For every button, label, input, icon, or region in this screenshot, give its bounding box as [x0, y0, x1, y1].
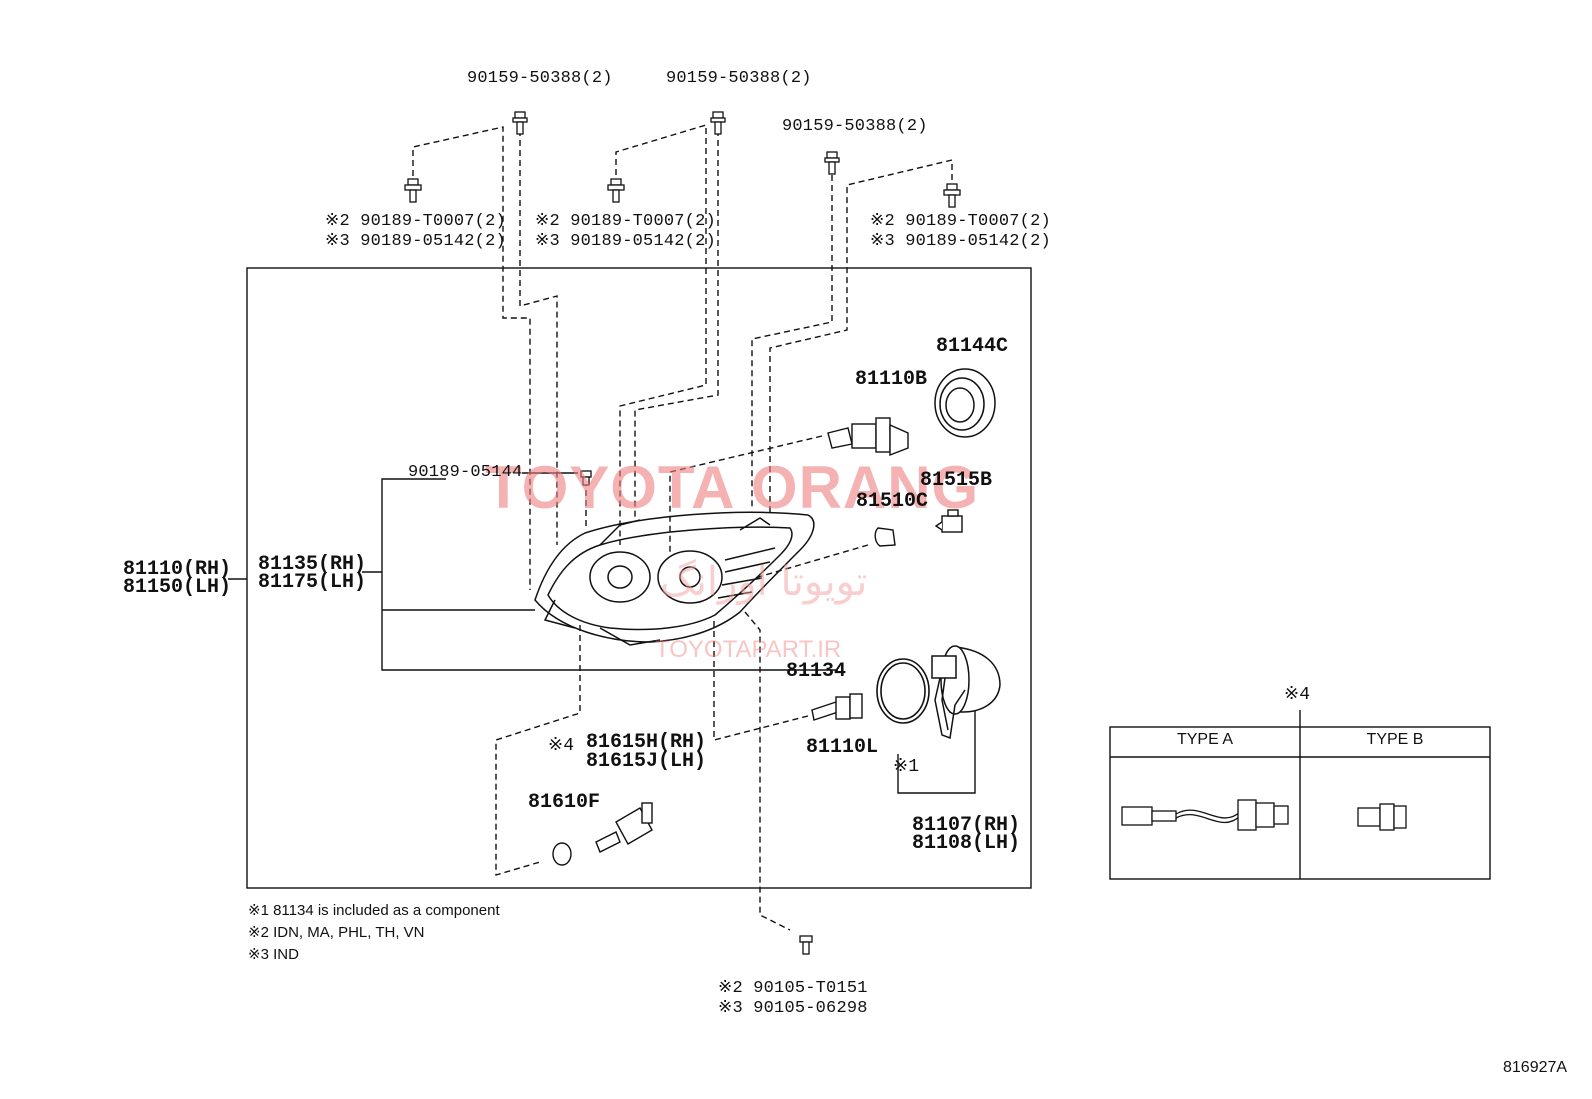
label-bolt-top-left: 90159-50388(2) — [467, 69, 613, 88]
clip-icon — [607, 178, 625, 203]
side-bulb-icon — [874, 527, 896, 547]
label-screw-bottom-a: ※2 90105-T0151 — [718, 979, 868, 998]
type-b-socket-icon — [1357, 803, 1407, 831]
label-clip-mid-a: ※2 90189-T0007(2) — [535, 212, 716, 231]
headlamp-housing — [534, 511, 815, 646]
clip-icon — [404, 178, 422, 203]
ballast-cover-icon — [931, 645, 1001, 740]
label-cover-note: ※1 — [893, 757, 920, 777]
label-socket-turn-rh: 81615H(RH) — [586, 731, 707, 754]
footnote-3: ※3 IND — [248, 946, 299, 963]
bolt-icon — [512, 111, 528, 135]
footnote-1: ※1 81134 is included as a component — [248, 902, 500, 919]
label-gasket: 81134 — [786, 660, 847, 683]
inset-note: ※4 — [1284, 685, 1311, 705]
label-bulb-low: 81110L — [806, 736, 879, 759]
turn-bulb-icon — [552, 842, 572, 866]
side-socket-icon — [934, 509, 963, 533]
inset-type-b: TYPE B — [1366, 731, 1424, 748]
label-assy-lh: 81150(LH) — [123, 576, 232, 599]
label-clip-right-b: ※3 90189-05142(2) — [870, 232, 1051, 251]
label-socket-side: 81515B — [920, 469, 993, 492]
gasket-icon — [876, 658, 930, 724]
screw-icon — [799, 935, 813, 955]
watermark-url: TOYOTAPART.IR — [655, 636, 842, 663]
screw-icon — [580, 470, 592, 486]
type-a-socket-icon — [1121, 799, 1289, 831]
label-clip-left-a: ※2 90189-T0007(2) — [325, 212, 506, 231]
bolt-icon — [824, 151, 840, 175]
label-cover-lh: 81108(LH) — [912, 832, 1021, 855]
watermark-brand: TOYOTA ORANG — [485, 454, 980, 521]
label-bolt-top-mid: 90159-50388(2) — [666, 69, 812, 88]
assembly-frame — [246, 267, 1032, 889]
high-beam-bulb-icon — [827, 417, 909, 457]
label-bulb-turn: 81610F — [528, 791, 601, 814]
label-socket-turn-note: ※4 — [548, 736, 575, 756]
rear-cap-icon — [934, 368, 996, 438]
turn-socket-icon — [595, 802, 653, 853]
label-clip-left-b: ※3 90189-05142(2) — [325, 232, 506, 251]
diagram-reference: 816927A — [1503, 1059, 1568, 1076]
label-bolt-top-right: 90159-50388(2) — [782, 117, 928, 136]
label-unit-rh: 81135(RH) — [258, 553, 367, 576]
label-unit-lh: 81175(LH) — [258, 571, 367, 594]
low-beam-bulb-icon — [811, 693, 863, 721]
bolt-icon — [710, 111, 726, 135]
watermark-persian: تویوتا اورانگ — [660, 559, 868, 605]
label-socket-turn-lh: 81615J(LH) — [586, 750, 707, 773]
label-bulb-side: 81510C — [856, 490, 929, 513]
type-inset-box — [1109, 710, 1491, 880]
label-cover-rh: 81107(RH) — [912, 814, 1021, 837]
label-screw-bottom-b: ※3 90105-06298 — [718, 999, 868, 1018]
label-screw-inner: 90189-05144 — [408, 463, 523, 482]
inset-type-a: TYPE A — [1176, 731, 1234, 748]
label-bulb-hb: 81110B — [855, 368, 928, 391]
footnote-2: ※2 IDN, MA, PHL, TH, VN — [248, 924, 425, 941]
label-assy-rh: 81110(RH) — [123, 558, 232, 581]
label-clip-mid-b: ※3 90189-05142(2) — [535, 232, 716, 251]
clip-icon — [943, 183, 961, 208]
label-clip-right-a: ※2 90189-T0007(2) — [870, 212, 1051, 231]
label-cover: 81144C — [936, 335, 1009, 358]
